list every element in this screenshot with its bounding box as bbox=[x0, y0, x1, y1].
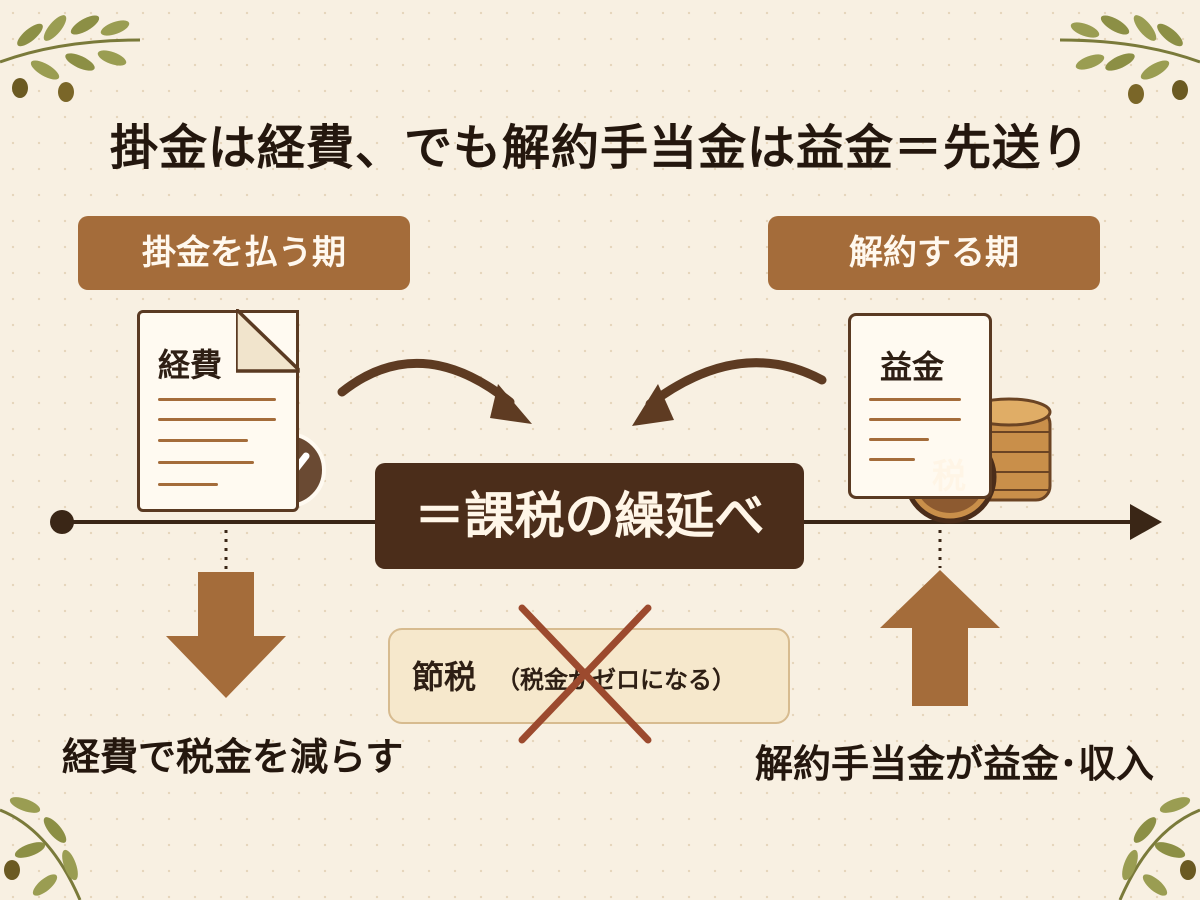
curved-arrow-right-head bbox=[632, 384, 674, 426]
olive-branch-icon bbox=[0, 15, 141, 102]
timeline-start-dot bbox=[50, 510, 74, 534]
cross-mark-icon bbox=[518, 604, 652, 744]
period-label-cancel: 解約する期 bbox=[768, 216, 1100, 290]
period-label-pay: 掛金を払う期 bbox=[78, 216, 410, 290]
profit-document bbox=[848, 313, 992, 499]
page-title: 掛金は経費、でも解約手当金は益金＝先送り bbox=[109, 120, 1090, 176]
olive-branch-icon bbox=[1118, 797, 1200, 900]
expense-document bbox=[137, 309, 300, 512]
olive-branch-icon bbox=[0, 797, 82, 900]
expense-document-title: 経費 bbox=[158, 346, 223, 384]
doc-line bbox=[158, 398, 276, 401]
profit-document-title: 益金 bbox=[880, 348, 945, 386]
doc-line bbox=[158, 483, 218, 486]
doc-line bbox=[869, 438, 929, 441]
down-arrow-icon bbox=[166, 572, 286, 698]
tax-saving-label: 節税 bbox=[412, 658, 477, 696]
doc-line bbox=[869, 418, 961, 421]
doc-line bbox=[869, 398, 961, 401]
page-fold-icon bbox=[236, 309, 300, 373]
tax-coin-label: 税 bbox=[932, 457, 966, 497]
doc-line bbox=[869, 458, 915, 461]
curved-arrow-left bbox=[337, 358, 515, 407]
timeline-arrowhead bbox=[1130, 504, 1162, 540]
doc-line bbox=[158, 439, 248, 442]
up-arrow-icon bbox=[880, 570, 1000, 706]
caption-profit-income: 解約手当金が益金･収入 bbox=[755, 742, 1155, 786]
curved-arrow-right bbox=[645, 358, 827, 409]
curved-arrow-left-head bbox=[490, 384, 532, 424]
doc-line bbox=[158, 461, 254, 464]
caption-reduce-tax: 経費で税金を減らす bbox=[62, 735, 404, 779]
doc-line bbox=[158, 418, 276, 421]
olive-branch-icon bbox=[1059, 15, 1200, 104]
tax-saving-note: （税金がゼロになる） bbox=[496, 666, 736, 694]
tax-deferral-box: ＝課税の繰延べ bbox=[375, 463, 804, 569]
